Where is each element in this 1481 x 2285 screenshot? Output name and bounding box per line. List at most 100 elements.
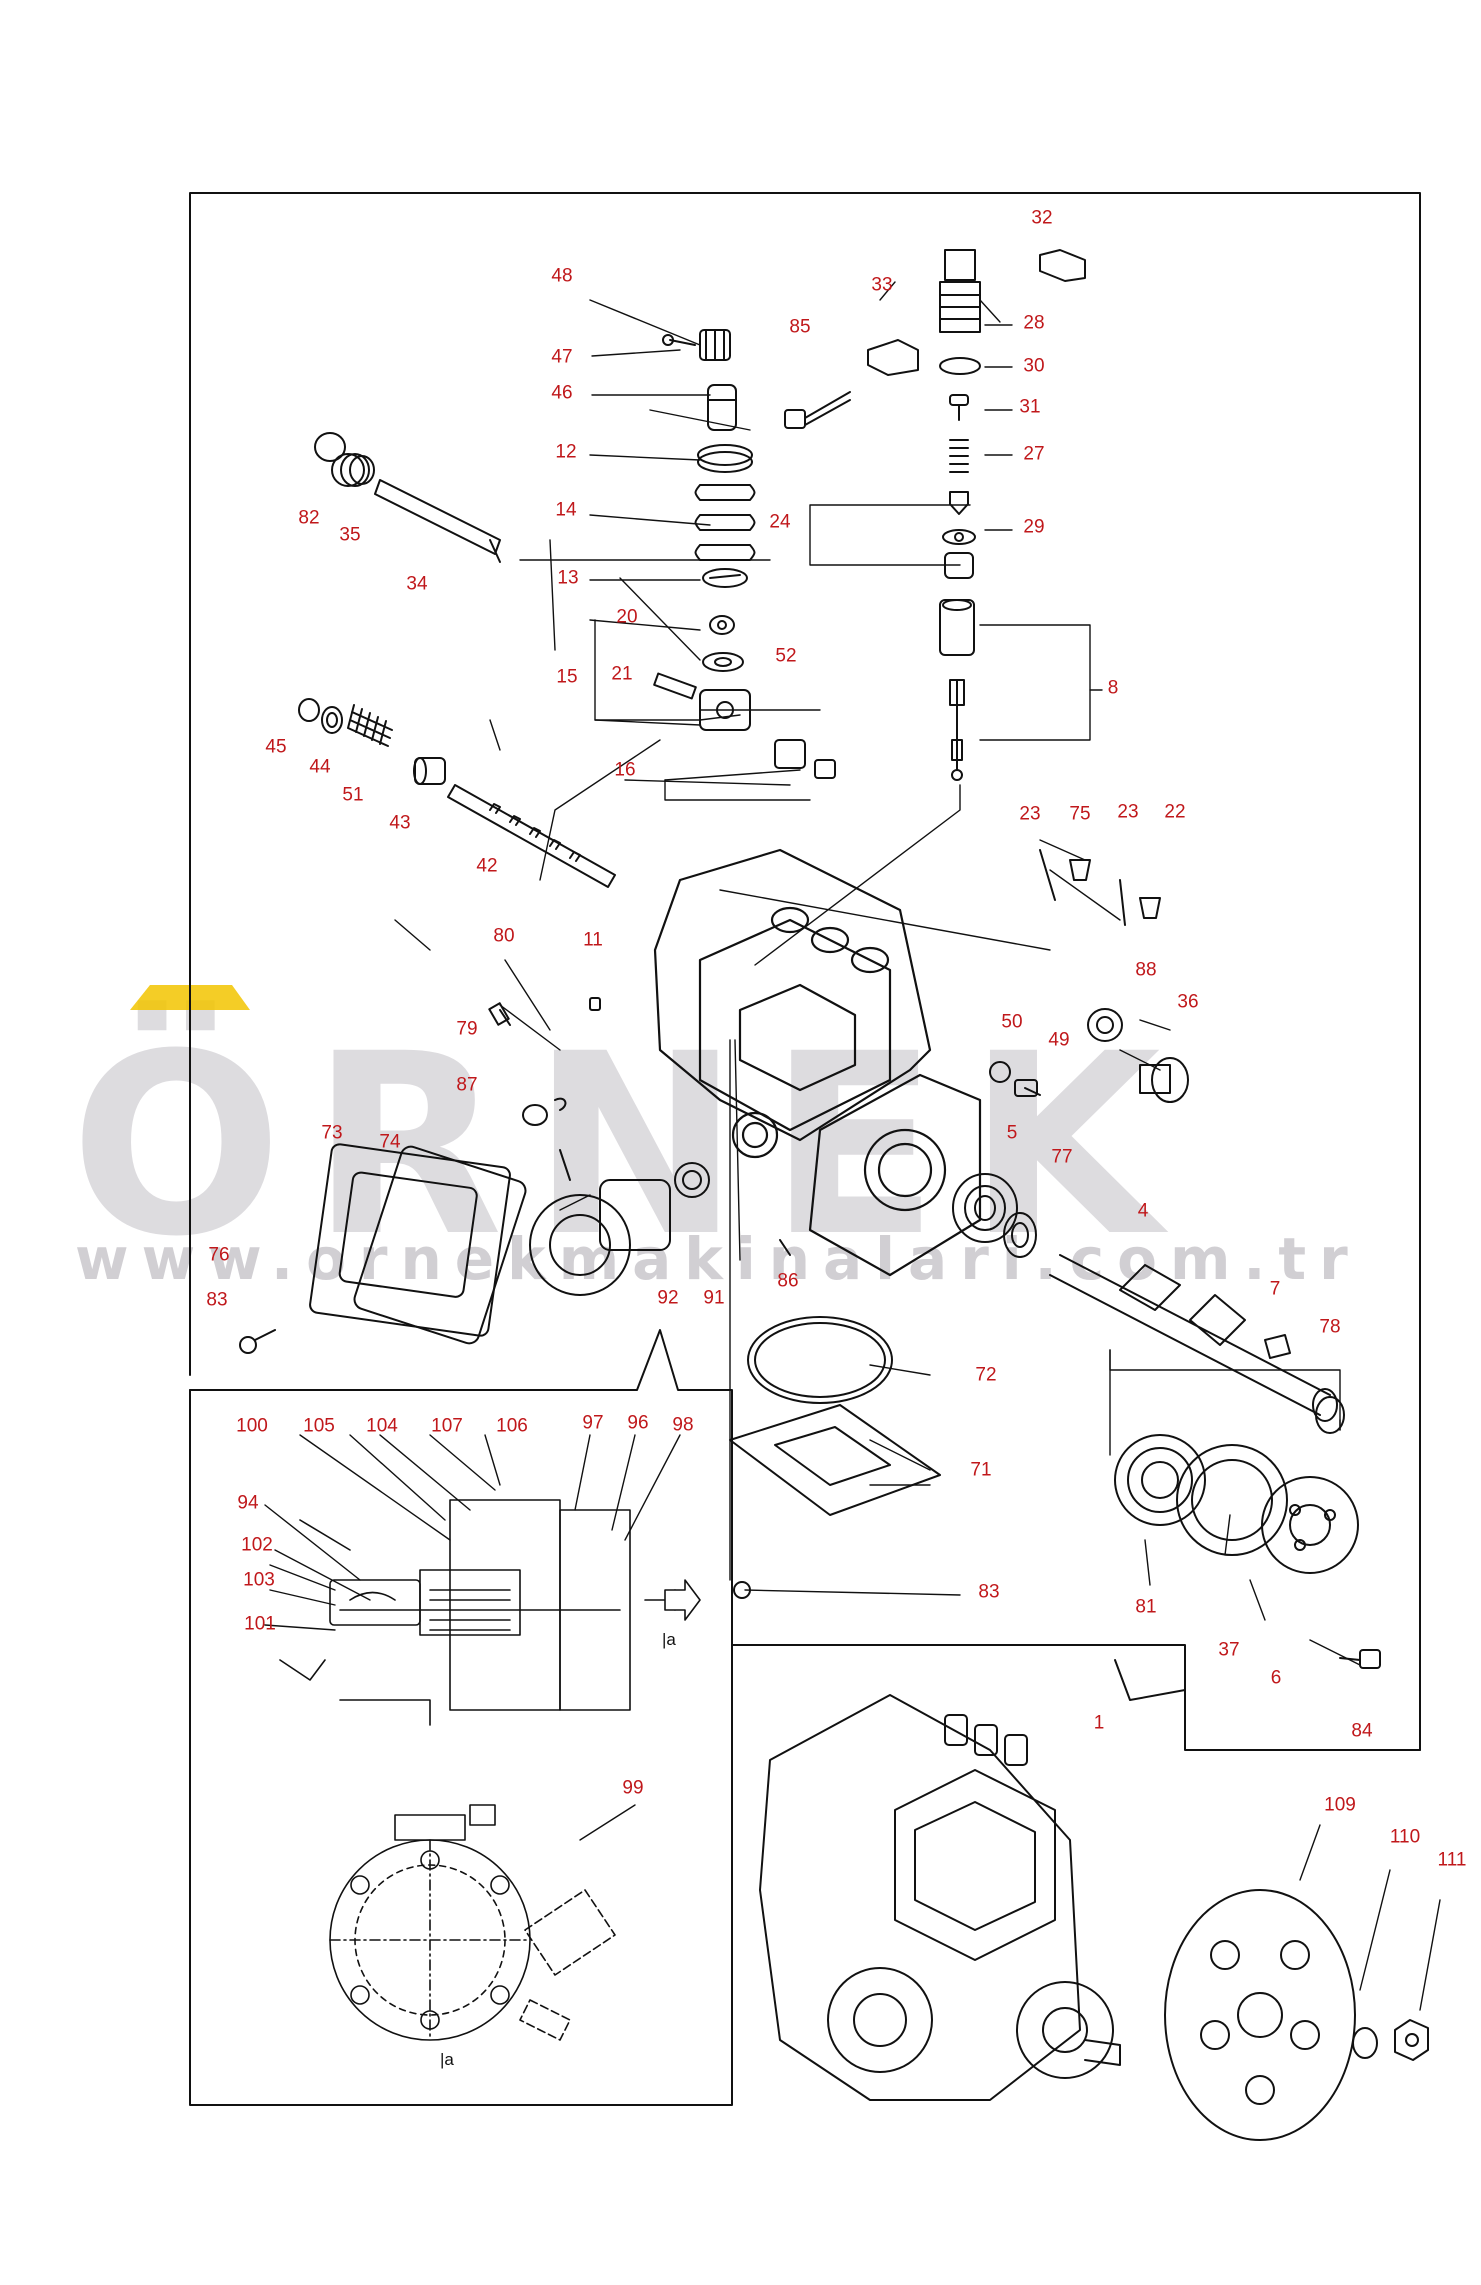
label-105: 105	[303, 1415, 335, 1437]
label-109: 109	[1324, 1794, 1356, 1816]
label-71: 71	[970, 1459, 992, 1481]
part-47-screw	[662, 334, 696, 346]
part-28-valve-holder	[939, 249, 981, 333]
label-33: 33	[871, 274, 893, 296]
label-106: 106	[496, 1415, 528, 1437]
part-82-oring	[314, 432, 346, 462]
label-52: 52	[775, 645, 797, 667]
label-97: 97	[582, 1412, 604, 1434]
label-34: 34	[406, 573, 428, 595]
part-73-cover	[309, 1143, 511, 1337]
label-96: 96	[627, 1412, 649, 1434]
label-32: 32	[1031, 207, 1053, 229]
label-27: 27	[1023, 443, 1045, 465]
part-85-bolt	[784, 391, 851, 429]
part-6-cover	[1261, 1476, 1359, 1574]
part-20-washer	[709, 615, 735, 635]
part-32-bracket	[1039, 249, 1086, 282]
part-8-barrel	[939, 599, 975, 656]
label-101: 101	[244, 1613, 276, 1635]
label-80: 80	[493, 925, 515, 947]
part-49-screw	[1014, 1079, 1041, 1097]
part-86-stud	[779, 1239, 791, 1256]
part-16-bushings	[774, 739, 836, 779]
label-83a: 83	[206, 1289, 228, 1311]
label-87: 87	[456, 1074, 478, 1096]
label-103: 103	[243, 1569, 275, 1591]
inset-marker-bottom: |a	[440, 2050, 454, 2069]
part-71-plate	[729, 1404, 941, 1516]
label-22: 22	[1164, 801, 1186, 823]
part-74-gasket	[353, 1145, 527, 1345]
label-72: 72	[975, 1364, 997, 1386]
part-33-clamp	[867, 339, 919, 376]
part-31-valve	[949, 394, 969, 421]
label-91: 91	[703, 1287, 725, 1309]
label-76: 76	[208, 1244, 230, 1266]
label-102: 102	[241, 1534, 273, 1556]
part-109-gear	[1164, 1889, 1356, 2141]
label-15: 15	[556, 666, 578, 688]
label-11: 11	[583, 929, 603, 951]
watermark-url: www.ornekmakinalari.com.tr	[75, 1225, 1361, 1293]
label-88: 88	[1135, 959, 1157, 981]
part-43-bushing	[413, 757, 446, 785]
label-111: 111	[1437, 1849, 1467, 1871]
label-20: 20	[616, 606, 638, 628]
part-42-rack	[447, 784, 616, 888]
label-24: 24	[769, 511, 791, 533]
label-36: 36	[1177, 991, 1199, 1013]
label-79: 79	[456, 1018, 478, 1040]
part-14-spring	[694, 484, 756, 561]
inset-detail-face	[329, 1804, 616, 2041]
part-48-nut	[699, 329, 731, 361]
label-86: 86	[777, 1270, 799, 1292]
label-6: 6	[1270, 1667, 1282, 1689]
label-48: 48	[551, 265, 573, 287]
part-8-plunger	[949, 679, 965, 781]
label-1: 1	[1093, 1712, 1105, 1734]
callout-1	[1114, 1659, 1186, 1701]
label-37: 37	[1218, 1639, 1240, 1661]
part-pump-housing	[653, 848, 982, 1277]
label-7: 7	[1269, 1278, 1281, 1300]
label-98: 98	[672, 1414, 694, 1436]
label-74: 74	[379, 1131, 401, 1153]
inset-frame-top	[189, 1329, 733, 1646]
part-81-bearing	[1114, 1434, 1206, 1526]
label-75: 75	[1069, 803, 1091, 825]
part-83-screw-a	[239, 1329, 276, 1354]
part-7-key	[1264, 1334, 1291, 1359]
part-91-washer	[674, 1162, 710, 1198]
label-92: 92	[657, 1287, 679, 1309]
label-42: 42	[476, 855, 498, 877]
label-49: 49	[1048, 1029, 1070, 1051]
label-43: 43	[389, 812, 411, 834]
label-4: 4	[1137, 1200, 1149, 1222]
label-82: 82	[298, 507, 320, 529]
part-23-pins	[1039, 849, 1126, 926]
label-30: 30	[1023, 355, 1045, 377]
part-46-sleeve	[707, 384, 737, 431]
part-72-gasket	[747, 1316, 893, 1404]
label-13: 13	[557, 567, 579, 589]
part-51-spring	[347, 704, 393, 747]
label-85: 85	[789, 316, 811, 338]
part-5-bearing	[952, 1173, 1018, 1243]
label-45: 45	[265, 736, 287, 758]
part-110-washer	[1352, 2027, 1378, 2059]
part-29-washer	[942, 529, 976, 545]
part-22-plug	[1139, 897, 1161, 919]
label-46: 46	[551, 382, 573, 404]
label-104: 104	[366, 1415, 398, 1437]
part-80-screw	[488, 1002, 511, 1026]
part-13-plate	[702, 568, 748, 588]
part-83-screw-b	[733, 1581, 751, 1599]
label-77: 77	[1051, 1146, 1073, 1168]
part-4-camshaft	[1049, 1254, 1338, 1422]
label-110: 110	[1389, 1826, 1421, 1848]
label-47: 47	[551, 346, 573, 368]
part-87-nut	[522, 1104, 548, 1126]
part-79-clip	[554, 1097, 567, 1111]
